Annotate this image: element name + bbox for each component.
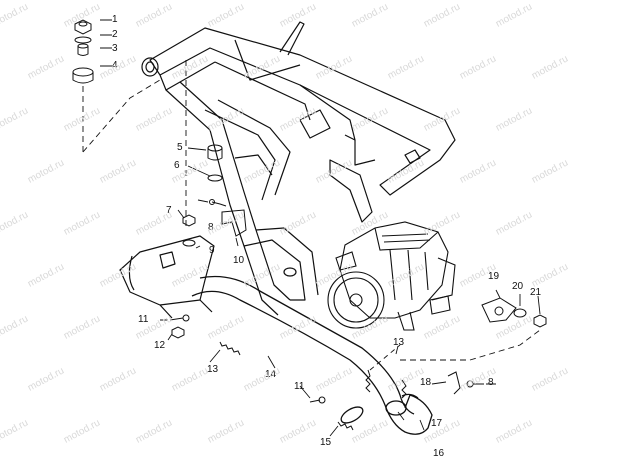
callout-16: 16 xyxy=(433,448,445,459)
callout-8-right: 8 xyxy=(488,377,494,388)
callout-15: 15 xyxy=(320,437,332,448)
callout-11-lower: 11 xyxy=(294,381,305,392)
callout-14: 14 xyxy=(265,369,277,380)
callout-11-left: 11 xyxy=(138,314,149,325)
engine xyxy=(327,221,456,331)
callout-7: 7 xyxy=(166,205,172,216)
callout-21: 21 xyxy=(530,287,542,298)
callout-9: 9 xyxy=(209,245,215,256)
callout-3: 3 xyxy=(112,43,118,54)
callout-19: 19 xyxy=(488,271,500,282)
leader-lines xyxy=(82,19,541,437)
callout-5: 5 xyxy=(177,142,183,153)
callout-10: 10 xyxy=(233,255,245,266)
callout-8: 8 xyxy=(208,222,214,233)
callout-13-right: 13 xyxy=(393,337,405,348)
callout-4: 4 xyxy=(112,60,118,71)
callout-6: 6 xyxy=(174,160,180,171)
callout-13-left: 13 xyxy=(207,364,219,375)
callout-1: 1 xyxy=(112,14,118,25)
frame xyxy=(141,21,456,316)
callout-2: 2 xyxy=(112,29,118,40)
callout-18: 18 xyxy=(420,377,432,388)
callout-17: 17 xyxy=(431,418,443,429)
small-parts xyxy=(72,19,547,431)
exhaust-pipe xyxy=(191,275,433,435)
callout-20: 20 xyxy=(512,281,524,292)
callout-12: 12 xyxy=(154,340,166,351)
muffler xyxy=(119,235,215,319)
